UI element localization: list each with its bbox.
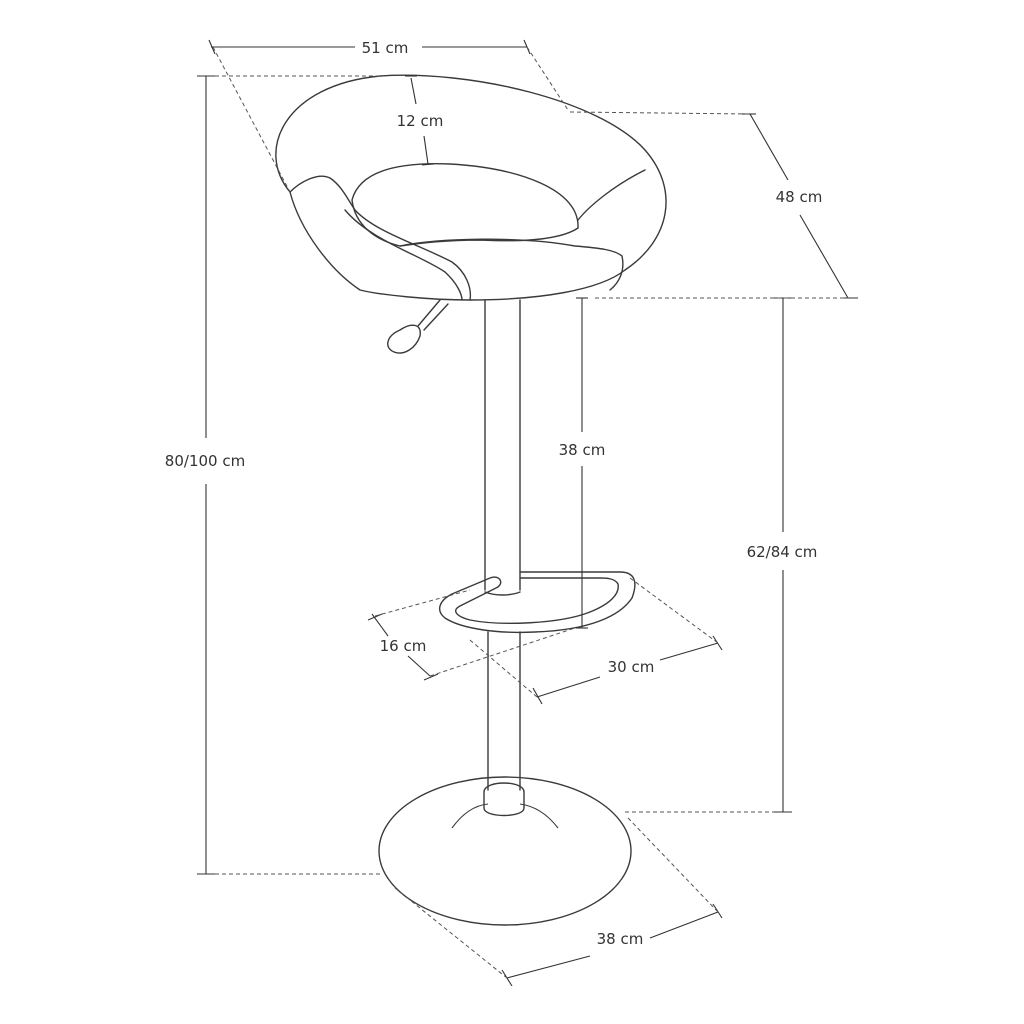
label-footrest-width: 30 cm (608, 658, 655, 676)
column-lower (487, 631, 521, 791)
left-armrest-seam (344, 209, 463, 301)
dim-seat-depth (569, 111, 858, 299)
left-armrest-pad (289, 175, 472, 301)
label-base-diameter: 38 cm (597, 930, 644, 948)
label-seat-width: 51 cm (362, 39, 409, 57)
dimension-lines (197, 39, 858, 987)
seat-shell-outer (275, 74, 667, 301)
dimension-labels: 51 cm 12 cm 48 cm 80/100 cm 38 cm 62/84 … (165, 39, 823, 948)
dim-backrest-height (405, 75, 435, 166)
gas-lift-lever (387, 299, 449, 354)
footrest-ring (438, 571, 636, 634)
label-total-height: 80/100 cm (165, 452, 245, 470)
stool-drawing (275, 74, 667, 926)
right-armrest-seam (577, 169, 646, 221)
dim-footrest-depth (367, 589, 576, 681)
label-seat-depth: 48 cm (776, 188, 823, 206)
label-seat-height: 62/84 cm (747, 543, 818, 561)
dim-seat-height (595, 297, 848, 813)
label-seat-to-footrest: 38 cm (559, 441, 606, 459)
label-footrest-depth: 16 cm (380, 637, 427, 655)
seat-cushion-front (399, 238, 624, 291)
dim-seat-to-footrest (576, 297, 588, 629)
dim-seat-width (208, 39, 569, 193)
dim-total-height (197, 75, 380, 875)
dim-footrest-width (469, 577, 723, 705)
dim-base-diameter (394, 817, 723, 987)
base-disc (378, 776, 632, 926)
label-backrest-height: 12 cm (397, 112, 444, 130)
column-upper (484, 299, 521, 591)
column-collar (483, 782, 525, 817)
seat-inner-opening (351, 163, 579, 247)
